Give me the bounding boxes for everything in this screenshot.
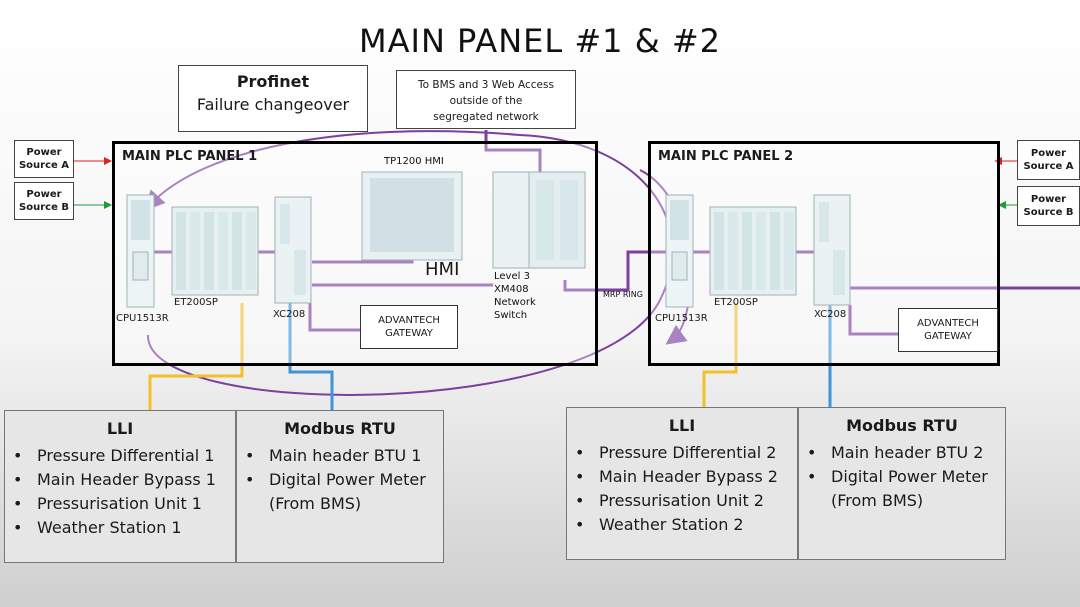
list-item: (From BMS) [831, 491, 924, 510]
bms-line-2: outside of the [449, 95, 523, 107]
gateway-2-l1: ADVANTECH [917, 318, 979, 329]
advantech-gateway-1: ADVANTECH GATEWAY [360, 305, 458, 349]
link-xc208-gateway-2 [848, 305, 898, 336]
gateway-2-l2: GATEWAY [924, 331, 972, 342]
lli-link-2 [702, 303, 738, 407]
power-b-left-l2: Source B [19, 202, 69, 213]
xc208-panel2-device [813, 194, 851, 306]
lli-link-1 [148, 303, 244, 410]
power-source-b-right: Power Source B [1017, 186, 1080, 226]
lli-box-1: LLI Pressure Differential 1 Main Header … [4, 410, 236, 563]
link-mrp-ring [563, 250, 670, 292]
list-item: Pressurisation Unit 1 [11, 492, 235, 516]
hmi-label: HMI [425, 259, 460, 280]
power-b-right-l2: Source B [1023, 207, 1074, 218]
list-item: Digital Power Meter [243, 468, 443, 492]
power-a-right-l2: Source A [1023, 161, 1074, 172]
list-item: (From BMS) [269, 494, 362, 513]
gateway-1-l2: GATEWAY [385, 328, 433, 339]
modbus-box-2: Modbus RTU Main header BTU 2 Digital Pow… [798, 407, 1006, 560]
link-bms [484, 130, 542, 178]
modbus-2-list: Main header BTU 2 Digital Power Meter (F… [805, 441, 1005, 513]
tp1200-hmi-device [361, 171, 463, 261]
xm408-switch-device [492, 171, 586, 269]
cpu-label-panel1: CPU1513R [116, 313, 169, 324]
power-b-right-l1: Power [1030, 194, 1067, 205]
xc208-panel1-device [274, 196, 312, 304]
modbus-1-list: Main header BTU 1 Digital Power Meter (F… [243, 444, 443, 516]
link-xc208-gateway [308, 303, 360, 332]
switch-label: Level 3 XM408 Network Switch [494, 270, 536, 322]
list-item: Digital Power Meter [805, 465, 1005, 489]
modbus-box-1: Modbus RTU Main header BTU 1 Digital Pow… [236, 410, 444, 563]
switch-l1: Level 3 [494, 271, 530, 282]
panel-2-title: MAIN PLC PANEL 2 [658, 149, 794, 164]
modbus-1-heading: Modbus RTU [284, 419, 396, 438]
et200-label-panel2: ET200SP [714, 297, 758, 308]
xc208-label-panel2: XC208 [814, 309, 847, 320]
power-source-b-left: Power Source B [14, 182, 74, 220]
gateway-1-l1: ADVANTECH [378, 315, 440, 326]
lli-1-list: Pressure Differential 1 Main Header Bypa… [11, 444, 235, 540]
mrp-ring-label: MRP RING [603, 290, 643, 299]
cpu1513r-panel1-device [126, 194, 155, 308]
power-a-right-l1: Power [1030, 148, 1067, 159]
cpu-label-panel2: CPU1513R [655, 313, 708, 324]
list-item: Pressurisation Unit 2 [573, 489, 797, 513]
et200sp-panel2-device [709, 206, 797, 296]
list-item: Main Header Bypass 2 [573, 465, 797, 489]
profinet-heading: Profinet [236, 72, 310, 91]
et200-label-panel1: ET200SP [174, 297, 218, 308]
switch-l4: Switch [494, 310, 528, 321]
xc208-label-panel1: XC208 [273, 309, 306, 320]
list-item: Main header BTU 1 [243, 444, 443, 468]
lli-2-heading: LLI [668, 416, 696, 435]
modbus-2-heading: Modbus RTU [846, 416, 958, 435]
switch-l3: Network [494, 297, 536, 308]
power-source-a-right: Power Source A [1017, 140, 1080, 180]
profinet-subtitle: Failure changeover [196, 95, 350, 114]
main-plc-panel-1-frame [112, 141, 598, 366]
cpu1513r-panel2-device [665, 194, 694, 308]
list-item: Pressure Differential 1 [11, 444, 235, 468]
bms-line-1: To BMS and 3 Web Access [418, 79, 554, 91]
panel-1-title: MAIN PLC PANEL 1 [122, 149, 258, 164]
diagram-title: MAIN PANEL #1 & #2 [359, 22, 721, 60]
hmi-model-label: TP1200 HMI [384, 156, 444, 167]
list-item: Weather Station 2 [573, 513, 797, 537]
list-item: Main Header Bypass 1 [11, 468, 235, 492]
list-item: Main header BTU 2 [805, 441, 1005, 465]
lli-2-list: Pressure Differential 2 Main Header Bypa… [573, 441, 797, 537]
switch-l2: XM408 [494, 284, 529, 295]
list-item: Weather Station 1 [11, 516, 235, 540]
modbus-link-1 [288, 303, 334, 410]
list-item: Pressure Differential 2 [573, 441, 797, 465]
power-a-left-l1: Power [26, 147, 62, 158]
power-b-left-l1: Power [26, 189, 62, 200]
power-source-a-left: Power Source A [14, 140, 74, 178]
et200sp-panel1-device [171, 206, 259, 296]
advantech-gateway-2: ADVANTECH GATEWAY [898, 308, 998, 352]
profinet-note: Profinet Failure changeover [178, 65, 368, 132]
bms-note: To BMS and 3 Web Access outside of the s… [396, 70, 576, 129]
power-a-left-l2: Source A [18, 160, 70, 171]
lli-box-2: LLI Pressure Differential 2 Main Header … [566, 407, 798, 560]
lli-1-heading: LLI [106, 419, 134, 438]
bms-line-3: segregated network [433, 111, 539, 123]
